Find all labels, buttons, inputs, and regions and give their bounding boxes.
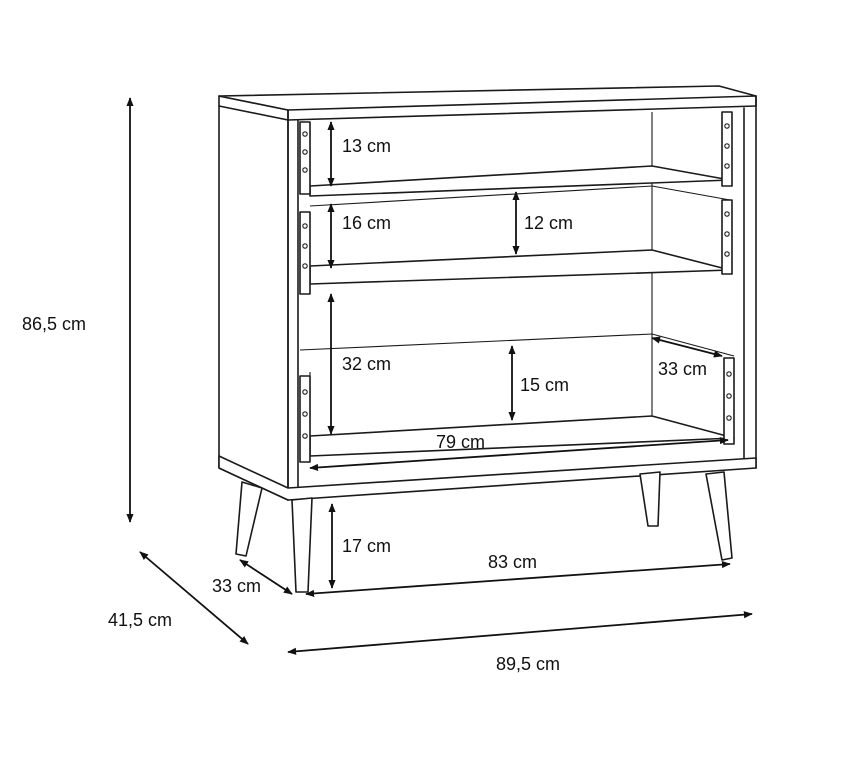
arrow-drawer-depth <box>651 336 723 358</box>
label-drawer2-height: 16 cm <box>342 213 391 233</box>
label-leg-width: 83 cm <box>488 552 537 572</box>
leg-front-right <box>705 471 733 561</box>
arrow-leg-width <box>305 560 731 598</box>
label-drawer2-inner-height: 12 cm <box>524 213 573 233</box>
top-panel-edge <box>218 105 289 121</box>
arrow-leg-depth <box>239 559 293 595</box>
arrow-drawer-width <box>309 436 729 472</box>
dimension-labels: 86,5 cm 41,5 cm 89,5 cm 33 cm 83 cm 17 c… <box>22 136 707 674</box>
label-drawer3-height: 32 cm <box>342 354 391 374</box>
top-panel-front-edge <box>287 105 757 121</box>
arrow-total-width <box>287 611 753 655</box>
label-drawer1-height: 13 cm <box>342 136 391 156</box>
drawer-2 <box>299 185 733 295</box>
legs <box>235 471 733 593</box>
label-drawer-width: 79 cm <box>436 432 485 452</box>
leg-back-right <box>639 471 661 527</box>
arrow-total-depth <box>139 551 249 645</box>
leg-back-left <box>235 481 263 557</box>
label-drawer3-inner-height: 15 cm <box>520 375 569 395</box>
leg-front-left <box>291 497 313 593</box>
top-panel <box>218 85 757 111</box>
drawer-1 <box>299 111 733 197</box>
label-total-depth: 41,5 cm <box>108 610 172 630</box>
label-drawer-depth: 33 cm <box>658 359 707 379</box>
label-leg-height: 17 cm <box>342 536 391 556</box>
label-leg-depth: 33 cm <box>212 576 261 596</box>
left-side-panel <box>218 95 289 501</box>
dimension-arrows <box>126 97 753 655</box>
label-total-height: 86,5 cm <box>22 314 86 334</box>
label-total-width: 89,5 cm <box>496 654 560 674</box>
